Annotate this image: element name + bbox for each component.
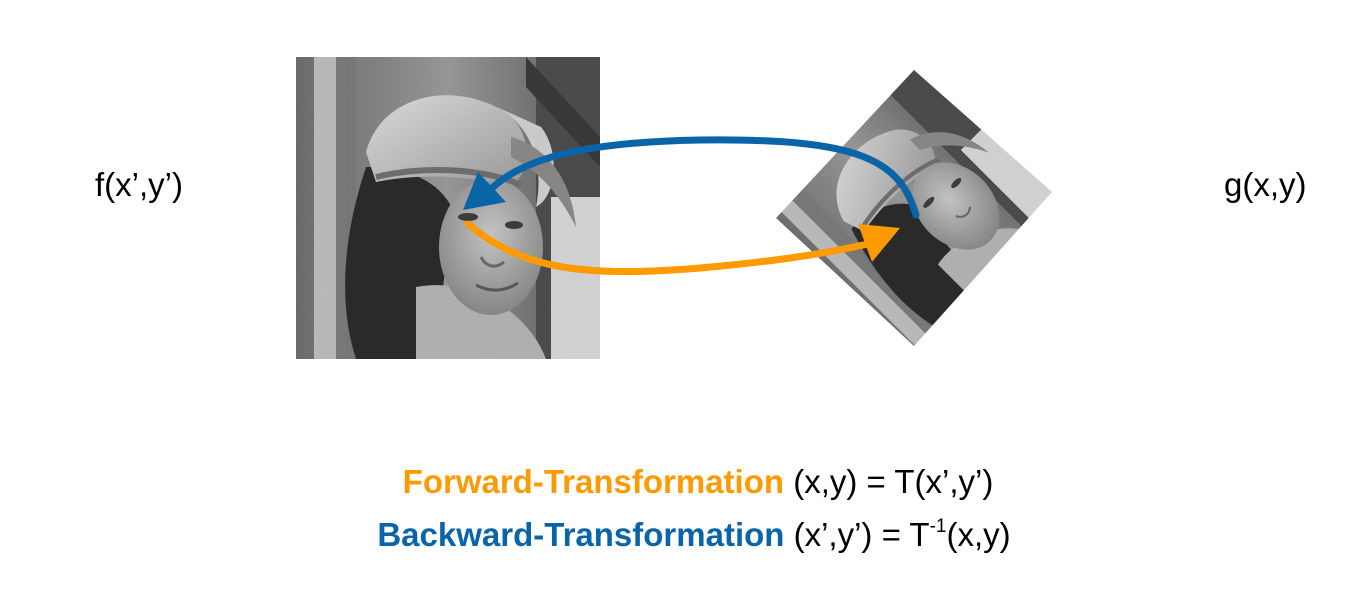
target-image-label: g(x,y) [1224, 166, 1307, 203]
backward-transformation-expression-post: (x,y) [946, 516, 1011, 553]
forward-transformation-formula: Forward-Transformation (x,y) = T(x’,y’) [0, 463, 1372, 501]
source-image [296, 57, 600, 359]
source-image-label: f(x’,y’) [95, 166, 183, 203]
backward-transformation-name: Backward-Transformation [377, 516, 785, 553]
backward-transformation-expression-pre: (x’,y’) = T [793, 516, 930, 553]
inverse-superscript: -1 [929, 516, 947, 537]
backward-transformation-formula: Backward-Transformation (x’,y’) = T-1(x,… [0, 516, 1372, 554]
forward-transformation-expression: (x,y) = T(x’,y’) [793, 463, 994, 500]
target-image [776, 70, 1052, 346]
forward-transformation-name: Forward-Transformation [402, 463, 785, 500]
